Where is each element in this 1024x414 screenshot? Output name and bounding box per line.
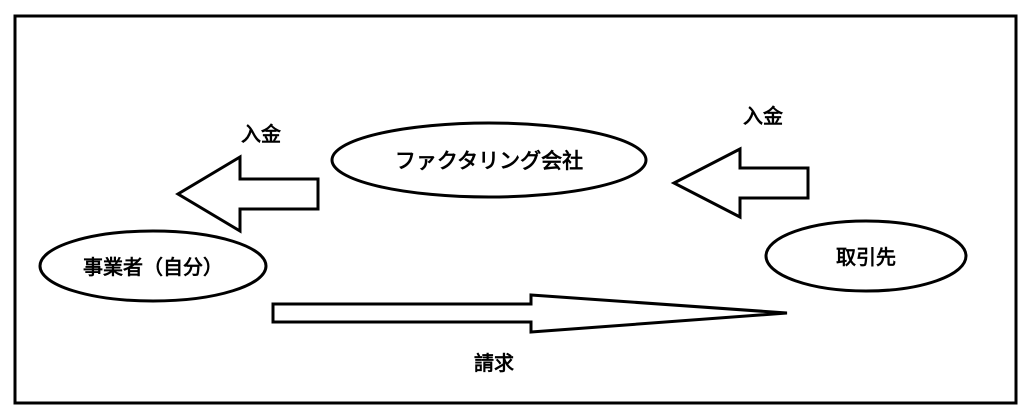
invoice-label: 請求 xyxy=(474,351,515,375)
client-ellipse xyxy=(764,219,968,293)
payment-left-label: 入金 xyxy=(241,122,282,146)
node-client: 取引先 xyxy=(764,219,968,293)
business-owner-ellipse xyxy=(38,229,268,303)
payment-right-arrow xyxy=(670,146,810,220)
client-label: 取引先 xyxy=(836,245,896,269)
payment-right-label: 入金 xyxy=(743,104,784,128)
business-owner-label: 事業者（自分） xyxy=(83,255,223,279)
node-factoring-company: ファクタリング会社 xyxy=(330,121,648,199)
payment-left-arrow xyxy=(175,154,320,234)
node-business-owner: 事業者（自分） xyxy=(38,229,268,303)
diagram-frame xyxy=(13,14,1018,405)
factoring-company-label: ファクタリング会社 xyxy=(395,149,583,173)
invoice-arrow xyxy=(271,293,788,334)
factoring-company-ellipse xyxy=(330,121,648,199)
